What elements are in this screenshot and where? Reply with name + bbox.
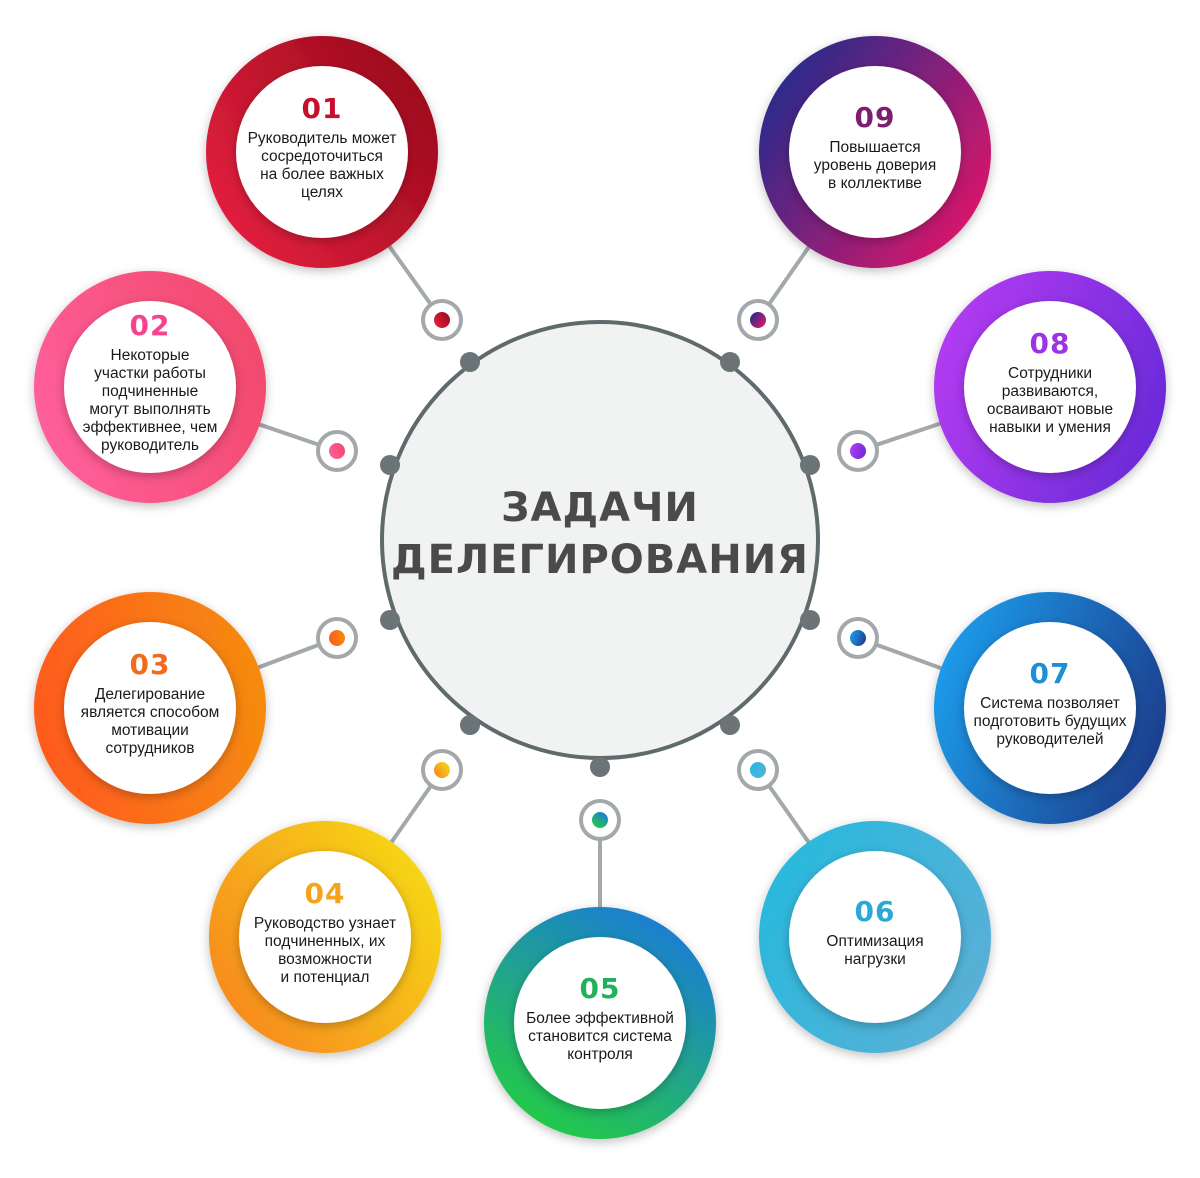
hub-knob bbox=[460, 715, 480, 735]
item-text-line: уровень доверия bbox=[813, 157, 937, 174]
item-text-line: целях bbox=[301, 184, 343, 201]
item-number: 05 bbox=[579, 972, 621, 1005]
item-ring-02 bbox=[34, 271, 266, 503]
item-text-line: подготовить будущих bbox=[973, 713, 1127, 730]
connector-dot bbox=[750, 762, 766, 778]
item-text-line: Система позволяет bbox=[980, 695, 1120, 712]
item-text-line: эффективнее, чем bbox=[82, 419, 218, 436]
item-ring-04 bbox=[209, 821, 441, 1053]
hub-knob bbox=[800, 610, 820, 630]
item-text-line: Оптимизация bbox=[826, 933, 924, 950]
item-ring-09 bbox=[759, 36, 991, 268]
item-ring-07 bbox=[934, 592, 1166, 824]
item-text-line: Сотрудники bbox=[1008, 365, 1092, 382]
item-text-line: Руководитель может bbox=[247, 130, 397, 147]
connector-dot bbox=[329, 630, 345, 646]
item-text-line: Более эффективной bbox=[526, 1010, 674, 1027]
item-text-line: осваивают новые bbox=[986, 401, 1114, 418]
connector-dot bbox=[750, 312, 766, 328]
connector-dot bbox=[592, 812, 608, 828]
item-text-line: Руководство узнает bbox=[253, 915, 397, 932]
item-number: 06 bbox=[854, 895, 896, 928]
item-text-line: становится система bbox=[528, 1028, 672, 1045]
item-text-line: развиваются, bbox=[1001, 383, 1099, 400]
connector-dot bbox=[329, 443, 345, 459]
item-text-line: руководитель bbox=[101, 437, 199, 454]
item-number: 01 bbox=[301, 92, 343, 125]
diagram-title: ЗАДАЧИ ДЕЛЕГИРОВАНИЯ bbox=[390, 482, 810, 586]
item-text-line: на более важных bbox=[260, 166, 384, 183]
item-text-line: подчиненные bbox=[101, 383, 199, 400]
item-ring-06 bbox=[759, 821, 991, 1053]
item-text-line: в коллективе bbox=[828, 175, 922, 192]
item-text-line: Повышается bbox=[829, 139, 921, 156]
hub-knob bbox=[720, 715, 740, 735]
item-text-line: Некоторые bbox=[110, 347, 190, 364]
item-number: 09 bbox=[854, 101, 896, 134]
hub-knob bbox=[380, 455, 400, 475]
item-number: 03 bbox=[129, 648, 171, 681]
item-text-line: нагрузки bbox=[844, 951, 906, 968]
hub-knob bbox=[590, 757, 610, 777]
item-ring-05 bbox=[484, 907, 716, 1139]
item-text-line: возможности bbox=[278, 951, 372, 968]
item-ring-03 bbox=[34, 592, 266, 824]
item-text-line: подчиненных, их bbox=[264, 933, 386, 950]
item-ring-08 bbox=[934, 271, 1166, 503]
hub-knob bbox=[380, 610, 400, 630]
item-text-line: является способом bbox=[80, 704, 220, 721]
item-number: 02 bbox=[129, 309, 171, 342]
item-text-line: навыки и умения bbox=[989, 419, 1111, 436]
item-text-line: и потенциал bbox=[280, 969, 370, 986]
item-text-line: мотивации bbox=[111, 722, 189, 739]
connector-dot bbox=[850, 630, 866, 646]
item-text-line: сосредоточиться bbox=[261, 148, 383, 165]
item-number: 07 bbox=[1029, 657, 1071, 690]
item-rings bbox=[34, 36, 1166, 1139]
item-text-line: контроля bbox=[567, 1046, 633, 1063]
item-text-line: участки работы bbox=[94, 365, 206, 382]
item-text-line: руководителей bbox=[996, 731, 1104, 748]
item-number: 04 bbox=[304, 877, 346, 910]
connector-nodes bbox=[316, 299, 879, 841]
connector-dot bbox=[434, 762, 450, 778]
title-line-1: ЗАДАЧИ bbox=[501, 485, 699, 531]
item-number: 08 bbox=[1029, 327, 1071, 360]
connector-dot bbox=[850, 443, 866, 459]
hub-knob bbox=[720, 352, 740, 372]
item-text-line: могут выполнять bbox=[89, 401, 211, 418]
hub-knob bbox=[460, 352, 480, 372]
item-text-line: сотрудников bbox=[105, 740, 195, 757]
connector-dot bbox=[434, 312, 450, 328]
item-ring-01 bbox=[206, 36, 438, 268]
item-text-line: Делегирование bbox=[94, 686, 206, 703]
hub-knobs bbox=[380, 352, 820, 777]
title-line-2: ДЕЛЕГИРОВАНИЯ bbox=[391, 537, 809, 583]
hub-knob bbox=[800, 455, 820, 475]
